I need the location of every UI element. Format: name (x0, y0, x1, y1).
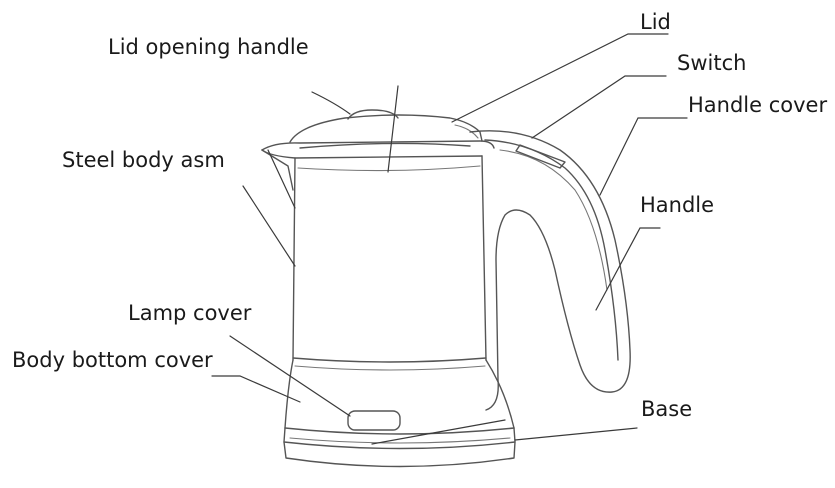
lamp-cover-shape (347, 410, 401, 431)
leader-lines (211, 33, 688, 445)
label-handle: Handle (640, 193, 715, 217)
label-lid: Lid (640, 10, 671, 34)
label-lamp-cover: Lamp cover (128, 301, 252, 325)
kettle-lid (289, 109, 483, 149)
label-lid-opening-handle: Lid opening handle (108, 35, 309, 59)
label-steel-body-asm: Steel body asm (62, 148, 225, 172)
kettle-body (261, 140, 516, 468)
label-handle-cover: Handle cover (688, 93, 828, 117)
label-switch: Switch (677, 51, 747, 75)
label-base: Base (641, 397, 693, 421)
label-body-bottom-cover: Body bottom cover (12, 348, 213, 372)
kettle-handle (469, 130, 631, 411)
